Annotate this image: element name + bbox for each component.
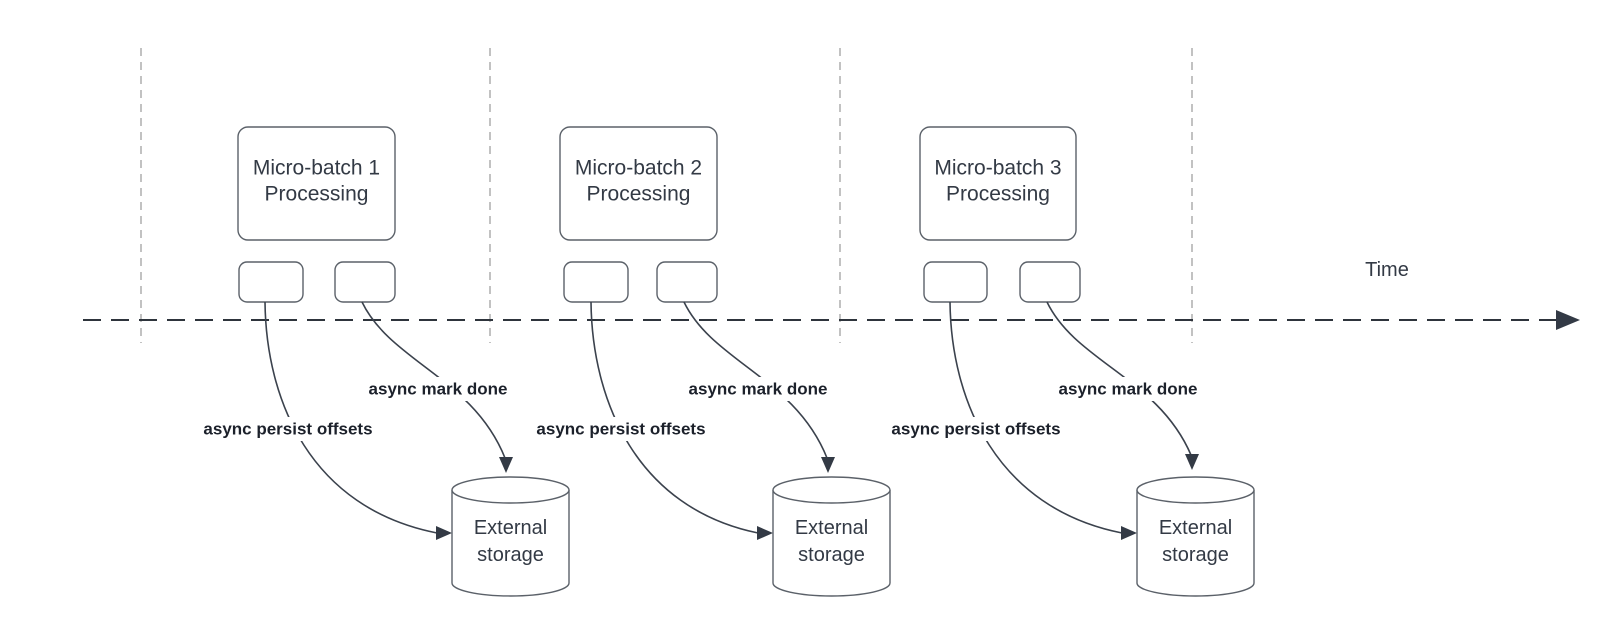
external-storage-label-line1-2: External — [795, 517, 868, 539]
persist-offsets-label-bg-3 — [883, 417, 1069, 441]
cylinder-body-2 — [772, 490, 891, 597]
micro-batch-3-title-line2: Processing — [946, 183, 1050, 206]
external-storage-label-line1-1: External — [474, 517, 547, 539]
mark-done-task-box-3 — [1019, 261, 1081, 303]
micro-batch-group-2: Micro-batch 2 Processing async mark done… — [528, 126, 891, 597]
external-storage-label-line2-2: storage — [798, 544, 865, 566]
persist-offsets-arrowhead-3 — [1121, 526, 1137, 540]
mark-done-label-2: async mark done — [689, 380, 828, 399]
mark-done-arrow-3 — [1046, 301, 1192, 456]
time-axis-arrowhead-icon — [1556, 310, 1580, 330]
external-storage-label-line2-3: storage — [1162, 544, 1229, 566]
persist-offsets-label-bg-1 — [195, 417, 381, 441]
persist-offsets-label-1: async persist offsets — [203, 420, 372, 439]
external-storage-label-line1-3: External — [1159, 517, 1232, 539]
micro-batch-2-processing-box — [559, 126, 718, 241]
micro-batch-3-title-line1: Micro-batch 3 — [934, 157, 1061, 180]
cylinder-top-1 — [451, 476, 570, 504]
micro-batch-2-title-line1: Micro-batch 2 — [575, 157, 702, 180]
persist-offsets-label-3: async persist offsets — [891, 420, 1060, 439]
persist-offsets-arrow-2 — [590, 301, 759, 534]
time-axis-label: Time — [1365, 259, 1409, 281]
external-storage-cylinder-2: External storage — [772, 476, 891, 597]
cylinder-top-3 — [1136, 476, 1255, 504]
micro-batch-1-title-line1: Micro-batch 1 — [253, 157, 380, 180]
mark-done-task-box-2 — [656, 261, 718, 303]
mark-done-arrow-2 — [683, 301, 828, 459]
micro-batch-group-3: Micro-batch 3 Processing async mark done… — [883, 126, 1255, 597]
mark-done-arrowhead-3 — [1185, 454, 1199, 470]
persist-offsets-task-box-2 — [563, 261, 629, 303]
persist-offsets-label-bg-2 — [528, 417, 714, 441]
mark-done-label-bg-1 — [360, 377, 516, 401]
persist-offsets-label-2: async persist offsets — [536, 420, 705, 439]
persist-offsets-task-box-1 — [238, 261, 304, 303]
micro-batch-group-1: Micro-batch 1 Processing async mark done… — [195, 126, 570, 597]
mark-done-label-bg-2 — [680, 377, 836, 401]
external-storage-cylinder-3: External storage — [1136, 476, 1255, 597]
mark-done-arrowhead-2 — [821, 457, 835, 473]
persist-offsets-arrow-1 — [264, 301, 438, 534]
persist-offsets-task-box-3 — [923, 261, 988, 303]
cylinder-top-2 — [772, 476, 891, 504]
mark-done-arrow-1 — [361, 301, 506, 459]
mark-done-label-1: async mark done — [369, 380, 508, 399]
micro-batch-2-title-line2: Processing — [587, 183, 691, 206]
micro-batch-1-processing-box — [237, 126, 396, 241]
persist-offsets-arrow-3 — [949, 301, 1123, 534]
mark-done-label-bg-3 — [1050, 377, 1206, 401]
mark-done-label-3: async mark done — [1059, 380, 1198, 399]
mark-done-arrowhead-1 — [499, 457, 513, 473]
mark-done-task-box-1 — [334, 261, 396, 303]
external-storage-cylinder-1: External storage — [451, 476, 570, 597]
micro-batch-1-title-line2: Processing — [265, 183, 369, 206]
cylinder-body-1 — [451, 490, 570, 597]
external-storage-label-line2-1: storage — [477, 544, 544, 566]
persist-offsets-arrowhead-2 — [757, 526, 773, 540]
micro-batch-3-processing-box — [919, 126, 1077, 241]
cylinder-body-3 — [1136, 490, 1255, 597]
persist-offsets-arrowhead-1 — [436, 526, 452, 540]
